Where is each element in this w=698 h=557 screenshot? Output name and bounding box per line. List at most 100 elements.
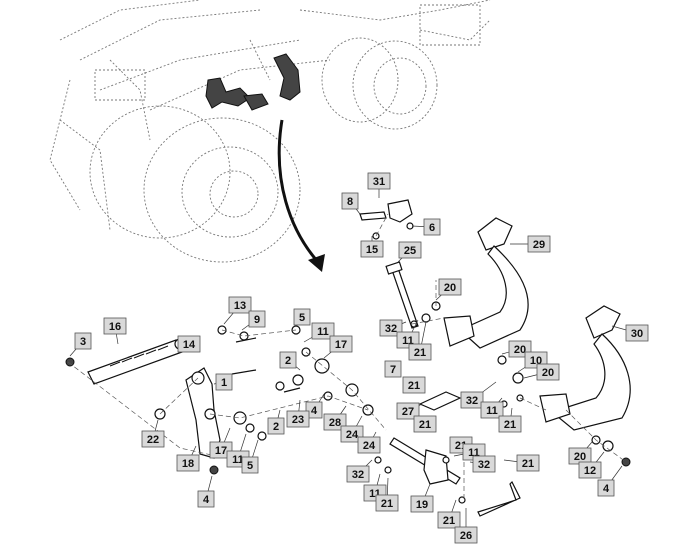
callout-7: 7 bbox=[384, 360, 402, 378]
callout-box bbox=[437, 511, 461, 529]
callout-28: 28 bbox=[323, 413, 347, 431]
callout-number: 11 bbox=[317, 326, 329, 338]
callout-number: 8 bbox=[347, 196, 353, 208]
callout-number: 21 bbox=[443, 515, 455, 527]
callout-number: 24 bbox=[363, 440, 376, 452]
callout-23: 23 bbox=[286, 410, 310, 428]
callout-22: 22 bbox=[141, 430, 165, 448]
assembly-lines bbox=[67, 213, 627, 500]
callout-box bbox=[527, 235, 551, 253]
callout-box bbox=[176, 454, 200, 472]
callout-4: 4 bbox=[197, 490, 215, 508]
callout-21: 21 bbox=[375, 494, 399, 512]
callout-box bbox=[141, 430, 165, 448]
callout-9: 9 bbox=[248, 310, 266, 328]
callout-number: 1 bbox=[221, 377, 227, 389]
bolt-25 bbox=[385, 261, 419, 329]
callout-number: 2 bbox=[273, 421, 279, 433]
callout-14: 14 bbox=[177, 335, 201, 353]
callout-1: 1 bbox=[215, 373, 233, 391]
callout-number: 24 bbox=[346, 429, 359, 441]
callout-32: 32 bbox=[346, 465, 370, 483]
callout-number: 4 bbox=[603, 483, 610, 495]
callout-number: 11 bbox=[486, 405, 498, 417]
callout-27: 27 bbox=[396, 402, 420, 420]
callout-box bbox=[516, 454, 540, 472]
callout-24: 24 bbox=[340, 425, 364, 443]
callout-box bbox=[305, 401, 323, 419]
callout-17: 17 bbox=[209, 441, 233, 459]
callout-30: 30 bbox=[625, 324, 649, 342]
callout-21: 21 bbox=[516, 454, 540, 472]
callout-number: 11 bbox=[369, 488, 381, 500]
callout-box bbox=[597, 479, 615, 497]
callout-box bbox=[340, 425, 364, 443]
callout-4: 4 bbox=[305, 401, 323, 419]
bracket-31 bbox=[359, 199, 413, 223]
callout-box bbox=[384, 360, 402, 378]
callout-number: 5 bbox=[247, 460, 253, 472]
callout-19: 19 bbox=[410, 495, 434, 513]
callout-box bbox=[209, 441, 233, 459]
callout-16: 16 bbox=[103, 317, 127, 335]
callout-number: 11 bbox=[232, 454, 244, 466]
callout-number: 21 bbox=[522, 458, 534, 470]
callout-8: 8 bbox=[341, 192, 359, 210]
callout-number: 22 bbox=[147, 434, 159, 446]
callout-18: 18 bbox=[176, 454, 200, 472]
callout-2: 2 bbox=[279, 351, 297, 369]
callout-number: 25 bbox=[404, 245, 416, 257]
callout-number: 18 bbox=[182, 458, 194, 470]
vehicle-background bbox=[49, 0, 491, 263]
callout-11: 11 bbox=[480, 401, 504, 419]
callout-number: 29 bbox=[533, 239, 545, 251]
callout-number: 3 bbox=[80, 336, 86, 348]
callout-number: 32 bbox=[478, 459, 490, 471]
callout-number: 14 bbox=[183, 339, 196, 351]
zoom-arrow bbox=[277, 119, 325, 272]
callout-25: 25 bbox=[398, 241, 422, 259]
callout-6: 6 bbox=[423, 218, 441, 236]
callout-box bbox=[228, 296, 252, 314]
callout-box bbox=[413, 415, 437, 433]
callout-number: 15 bbox=[366, 244, 378, 256]
callout-number: 21 bbox=[381, 498, 393, 510]
callout-number: 19 bbox=[416, 499, 428, 511]
callout-box bbox=[311, 322, 335, 340]
callout-21: 21 bbox=[437, 511, 461, 529]
callout-number: 20 bbox=[542, 367, 554, 379]
callout-box bbox=[423, 218, 441, 236]
callout-number: 23 bbox=[292, 414, 304, 426]
callout-21: 21 bbox=[498, 415, 522, 433]
callout-20: 20 bbox=[536, 363, 560, 381]
callout-number: 4 bbox=[203, 494, 210, 506]
callout-number: 7 bbox=[390, 364, 396, 376]
callout-box bbox=[241, 456, 259, 474]
callout-number: 13 bbox=[234, 300, 246, 312]
callout-5: 5 bbox=[293, 308, 311, 326]
callout-box bbox=[438, 278, 462, 296]
callout-number: 4 bbox=[311, 405, 318, 417]
callout-number: 2 bbox=[285, 355, 291, 367]
callout-box bbox=[480, 401, 504, 419]
callout-box bbox=[215, 373, 233, 391]
callout-number: 17 bbox=[215, 445, 227, 457]
callout-box bbox=[197, 490, 215, 508]
callout-box bbox=[454, 526, 478, 544]
callout-20: 20 bbox=[568, 447, 592, 465]
callout-number: 12 bbox=[584, 465, 596, 477]
callout-box bbox=[460, 391, 484, 409]
callout-number: 20 bbox=[574, 451, 586, 463]
callout-box bbox=[536, 363, 560, 381]
callout-26: 26 bbox=[454, 526, 478, 544]
callout-number: 21 bbox=[504, 419, 516, 431]
callout-4: 4 bbox=[597, 479, 615, 497]
callout-box bbox=[286, 410, 310, 428]
callout-17: 17 bbox=[329, 335, 353, 353]
callout-number: 20 bbox=[444, 282, 456, 294]
callout-21: 21 bbox=[402, 376, 426, 394]
callout-box bbox=[177, 335, 201, 353]
callout-31: 31 bbox=[367, 172, 391, 190]
callout-box bbox=[267, 417, 285, 435]
